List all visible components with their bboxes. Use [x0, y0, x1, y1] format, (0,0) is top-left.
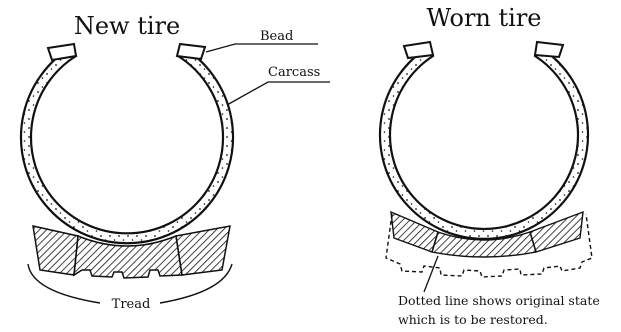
caption-leader-line	[424, 256, 438, 292]
new-tire-group: New tire Bead Carcass Tread	[21, 12, 330, 312]
worn-tire-carcass-ring	[380, 46, 588, 239]
new-tire-bead-left	[48, 44, 76, 60]
new-tire-title: New tire	[74, 12, 180, 40]
new-tire-tread-right	[176, 226, 230, 275]
new-tire-carcass-ring	[21, 46, 233, 243]
carcass-label: Carcass	[268, 65, 320, 80]
bead-leader-line	[206, 44, 318, 52]
worn-tire-bead-left	[404, 42, 433, 58]
worn-tire-title: Worn tire	[426, 4, 541, 32]
tread-label: Tread	[112, 297, 151, 312]
new-tire-tread-left	[33, 226, 78, 275]
worn-tire-bead-right	[535, 42, 563, 57]
carcass-leader-line	[227, 82, 330, 105]
worn-tire-group: Worn tire Dotted line shows original sta…	[380, 4, 600, 327]
worn-tire-caption-line2: which is to be restored.	[398, 312, 548, 327]
worn-tire-caption-line1: Dotted line shows original state	[398, 293, 600, 308]
bead-label: Bead	[260, 29, 293, 44]
new-tire-bead-right	[177, 44, 205, 59]
